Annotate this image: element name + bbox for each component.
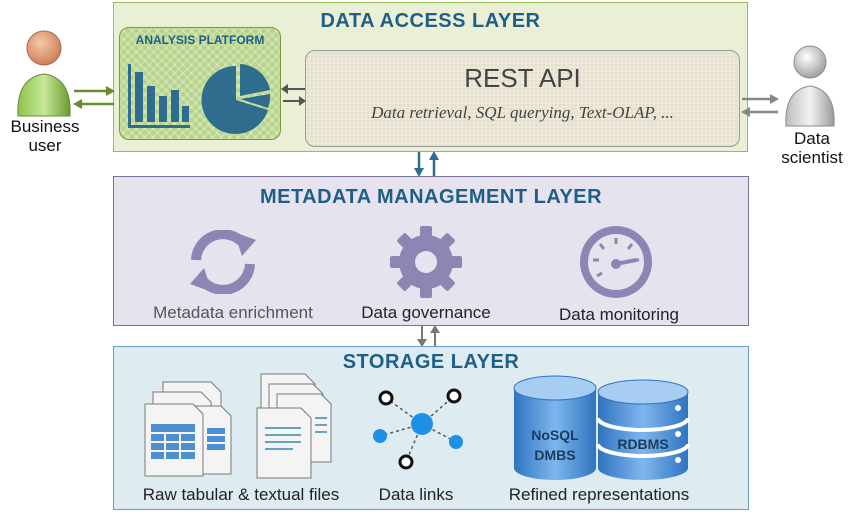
nosql-label: NoSQL <box>531 427 579 443</box>
business-user-icon <box>17 30 71 117</box>
analysis-platform: ANALYSIS PLATFORM <box>119 27 281 140</box>
dmbs-label: DMBS <box>534 447 576 463</box>
data-scientist-icon <box>785 45 835 127</box>
analysis-platform-title: ANALYSIS PLATFORM <box>135 33 265 47</box>
business-user-label: Business user <box>10 117 80 155</box>
storage-layer-title: STORAGE LAYER <box>342 351 520 373</box>
database-icon <box>513 375 690 480</box>
bar-chart-icon <box>128 64 190 128</box>
data-scientist-arrows <box>741 94 779 117</box>
refresh-icon <box>190 230 256 294</box>
business-user-arrows <box>73 86 115 109</box>
rdbms-label: RDBMS <box>617 436 669 452</box>
gauge-icon <box>580 226 652 298</box>
platform-api-arrows <box>281 84 306 106</box>
metadata-storage-arrows <box>417 325 440 347</box>
raw-files-label: Raw tabular & textual files <box>142 485 340 504</box>
access-metadata-arrows <box>414 151 439 177</box>
data-governance-label: Data governance <box>361 303 491 322</box>
data-access-layer-title: DATA ACCESS LAYER <box>320 10 541 32</box>
data-scientist-label: Data scientist <box>781 129 843 167</box>
refined-representations-label: Refined representations <box>508 485 690 504</box>
pie-chart-icon <box>201 64 271 134</box>
rest-api-title: REST API <box>464 63 581 93</box>
metadata-enrichment-label: Metadata enrichment <box>153 303 313 322</box>
data-links-label: Data links <box>378 485 454 504</box>
gear-icon <box>390 226 462 298</box>
data-monitoring-label: Data monitoring <box>558 305 679 324</box>
rest-api-box: REST API Data retrieval, SQL querying, T… <box>305 50 740 147</box>
network-icon <box>373 388 463 470</box>
rest-api-subtitle: Data retrieval, SQL querying, Text-OLAP,… <box>371 103 674 122</box>
files-icon <box>144 373 332 479</box>
metadata-layer-title: METADATA MANAGEMENT LAYER <box>259 186 603 208</box>
